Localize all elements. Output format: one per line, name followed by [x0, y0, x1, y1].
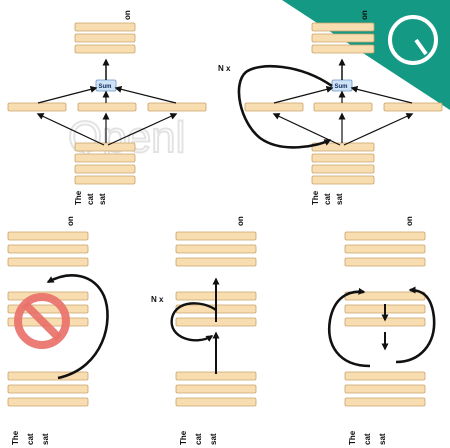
- layer-block: [74, 22, 136, 32]
- layer-block: [344, 231, 426, 241]
- next-token-label: on: [66, 216, 75, 226]
- token-label: The: [74, 190, 83, 205]
- hidden-block: [77, 102, 137, 112]
- output-block-stack: [311, 22, 375, 54]
- next-token-label: on: [236, 216, 245, 226]
- layer-block: [311, 175, 375, 185]
- layer-block: [74, 175, 136, 185]
- layer-block: [7, 102, 67, 112]
- layer-block: [7, 397, 89, 407]
- token-label: sat: [209, 433, 218, 445]
- layer-block: [344, 397, 426, 407]
- layer-block: [7, 257, 89, 267]
- input-block-stack: [175, 371, 257, 407]
- layer-block: [175, 244, 257, 254]
- hidden-block: [147, 102, 207, 112]
- layer-block: [74, 164, 136, 174]
- layer-block: [74, 153, 136, 163]
- token-label: The: [348, 430, 357, 445]
- layer-block: [74, 142, 136, 152]
- loop-arrow: [237, 64, 333, 149]
- layer-block: [344, 291, 426, 301]
- layer-block: [147, 102, 207, 112]
- layer-block: [244, 102, 304, 112]
- arrow: [114, 85, 177, 104]
- token-label: sat: [41, 433, 50, 445]
- output-block-stack: [7, 231, 89, 267]
- no-sign-icon: [14, 293, 70, 349]
- layer-block: [311, 164, 375, 174]
- repeat-label: N x: [151, 295, 164, 304]
- layer-block: [175, 384, 257, 394]
- token-label: The: [311, 190, 320, 205]
- arrow: [107, 113, 178, 146]
- sum-label: Sum: [99, 84, 112, 90]
- token-label: sat: [98, 193, 107, 205]
- loop-arrow: [395, 286, 436, 364]
- token-label: sat: [335, 193, 344, 205]
- arrow: [36, 113, 105, 146]
- loop-arrow: [327, 287, 371, 368]
- layer-block: [74, 33, 136, 43]
- arrow: [273, 85, 334, 104]
- panel-bidirectional-loops: on The cat sat: [327, 216, 436, 445]
- token-label: cat: [26, 433, 35, 445]
- sum-label: Sum: [335, 84, 348, 90]
- token-label: cat: [194, 433, 203, 445]
- layer-block: [74, 44, 136, 54]
- layer-block: [7, 371, 89, 381]
- layer-block: [311, 22, 375, 32]
- layer-block: [344, 244, 426, 254]
- next-token-label: on: [360, 10, 369, 20]
- layer-block: [311, 153, 375, 163]
- layer-block: [7, 244, 89, 254]
- loop-arrow: [170, 302, 217, 342]
- input-block-stack: [74, 142, 136, 185]
- arrow: [37, 85, 98, 104]
- layer-block: [77, 102, 137, 112]
- layer-block: [344, 371, 426, 381]
- output-block-stack: [74, 22, 136, 54]
- token-label: cat: [323, 193, 332, 205]
- hidden-block: [313, 102, 373, 112]
- token-label: cat: [363, 433, 372, 445]
- layer-block: [7, 231, 89, 241]
- next-token-label: on: [405, 216, 414, 226]
- next-token-label: on: [123, 10, 132, 20]
- layer-block: [7, 384, 89, 394]
- input-block-stack: [344, 371, 426, 407]
- panel-recurrent-loop: N x on The cat sat: [151, 216, 257, 445]
- layer-block: [175, 397, 257, 407]
- layer-block: [383, 102, 443, 112]
- layer-block: [175, 257, 257, 267]
- layer-block: [311, 44, 375, 54]
- hidden-block: [7, 102, 67, 112]
- token-label: sat: [378, 433, 387, 445]
- layer-block: [344, 257, 426, 267]
- panel-attention-sum: Sum on The cat sat: [7, 10, 207, 205]
- arrow: [350, 85, 413, 104]
- hidden-block: [244, 102, 304, 112]
- token-label: The: [179, 430, 188, 445]
- output-block-stack: [175, 231, 257, 267]
- layer-block: [175, 231, 257, 241]
- layer-block: [311, 33, 375, 43]
- input-block-stack: [7, 371, 89, 407]
- token-label: cat: [86, 193, 95, 205]
- output-block-stack: [344, 231, 426, 267]
- panel-skip-connection-prohibited: on The cat sat: [7, 216, 109, 445]
- openai-style-logo-icon: [388, 15, 438, 65]
- input-block-stack: [311, 142, 375, 185]
- layer-block: [344, 384, 426, 394]
- panel-repeated-layers: Sum N x on The cat sat: [218, 10, 443, 205]
- token-label: The: [11, 430, 20, 445]
- arrow: [343, 113, 414, 146]
- skip-arrow: [46, 274, 109, 380]
- hidden-block-stack: [344, 291, 426, 327]
- layer-block: [313, 102, 373, 112]
- repeat-label: N x: [218, 64, 231, 73]
- hidden-block: [383, 102, 443, 112]
